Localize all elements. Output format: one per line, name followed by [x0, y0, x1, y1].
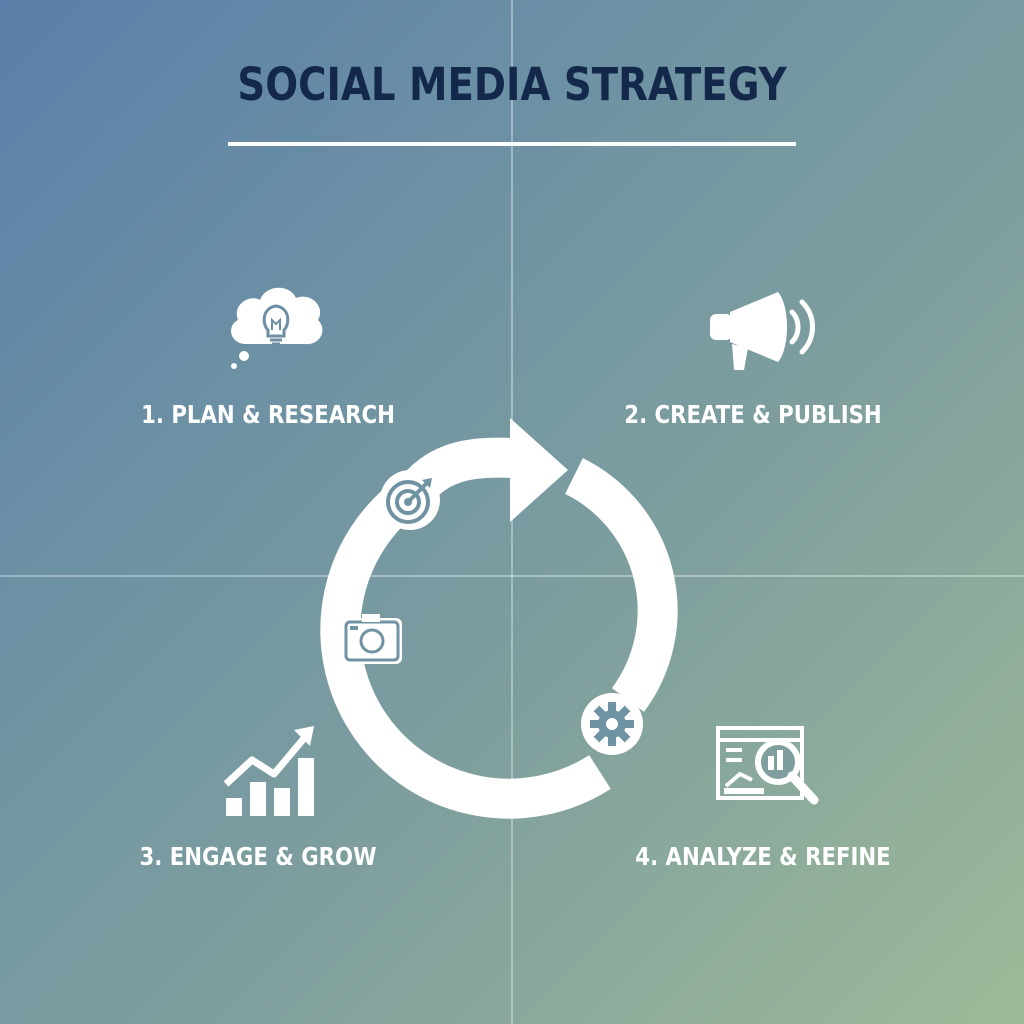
growth-chart-icon	[222, 722, 322, 822]
title-underline	[228, 142, 796, 146]
step-4-label: 4. ANALYZE & REFINE	[635, 842, 891, 871]
step-2-label: 2. CREATE & PUBLISH	[624, 400, 882, 429]
page-title: SOCIAL MEDIA STRATEGY	[237, 58, 787, 111]
camera-icon	[340, 610, 404, 666]
quadrant-divider-horizontal	[0, 575, 1024, 577]
gear-icon	[580, 692, 644, 756]
step-3-label: 3. ENGAGE & GROW	[139, 842, 377, 871]
step-1-label: 1. PLAN & RESEARCH	[141, 400, 395, 429]
lightbulb-cloud-icon	[224, 278, 328, 374]
analytics-magnifier-icon	[716, 724, 820, 808]
target-icon	[378, 468, 442, 532]
megaphone-icon	[704, 288, 820, 374]
